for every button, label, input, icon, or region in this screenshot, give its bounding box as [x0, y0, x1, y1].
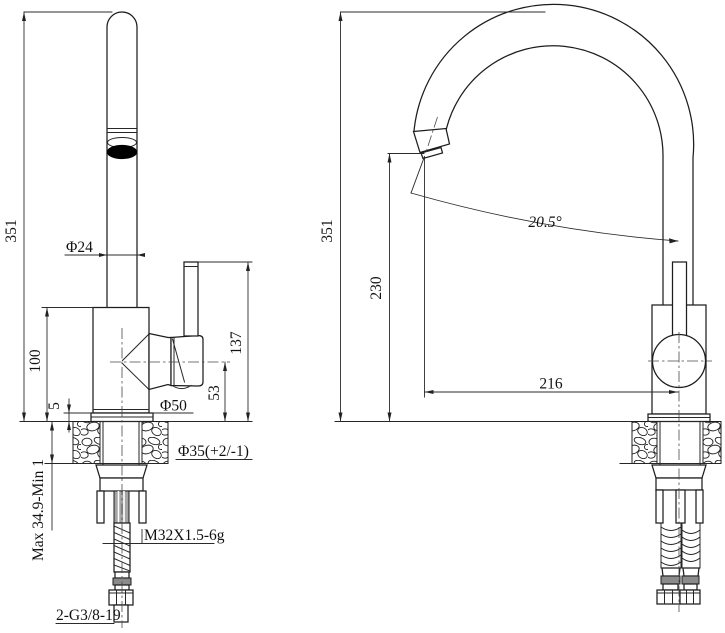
gooseneck-inner	[444, 45, 664, 306]
front-countertop-section	[631, 421, 658, 464]
dim-hose-thread: 2-G3/8-19	[56, 607, 121, 624]
dim-spout-diameter: Φ24	[66, 239, 93, 256]
gooseneck-outer	[413, 3, 695, 306]
dim-spout-reach: 216	[539, 376, 563, 393]
right-view	[334, 3, 722, 612]
dim-outlet-height: 230	[368, 276, 385, 300]
left-view	[19, 11, 253, 628]
dim-hole-diameter: Φ35(+2/-1)	[178, 443, 249, 460]
left-view-dimensions: 351 Φ24 100 5 Max 34.9-Min 1 53 137	[3, 11, 253, 624]
countertop-section	[141, 421, 169, 464]
dim-base-diameter: Φ50	[160, 398, 187, 415]
hose-nut	[679, 589, 701, 605]
hose-tail	[113, 604, 129, 623]
front-countertop-section	[702, 421, 722, 464]
nut-slots	[117, 491, 125, 523]
mounting-shank-block	[99, 477, 144, 492]
right-view-dimensions: 351 230 216 20.5°	[319, 11, 679, 422]
mounting-nut-bar	[138, 490, 147, 524]
supply-hose	[681, 522, 701, 569]
mounting-hole-edges	[99, 421, 143, 466]
hose-nut-facets	[679, 589, 701, 605]
front-hole-edges	[656, 421, 704, 466]
connector-tube	[675, 489, 686, 524]
dim-outlet-angle: 20.5°	[528, 214, 561, 231]
hose-collar	[661, 567, 681, 577]
dim-flange-height: 5	[46, 402, 63, 410]
nozzle-axis	[425, 116, 438, 153]
dim-handle-height: 137	[228, 331, 245, 355]
nozzle-aerator	[420, 146, 444, 160]
mounting-nut-bar	[96, 490, 105, 524]
dim-overall-height-side: 351	[3, 219, 20, 242]
body-cone-lines	[121, 333, 150, 391]
hose-nut	[108, 589, 134, 606]
spout-pipe	[106, 11, 138, 309]
faucet-body	[92, 306, 150, 414]
hose-sleeve	[662, 583, 679, 591]
hose-sleeve	[683, 583, 698, 591]
hose-nut-facets	[108, 589, 134, 606]
spout-nozzle	[412, 127, 451, 154]
mounting-shank-taper	[95, 464, 148, 479]
hose-nut	[656, 589, 681, 605]
aerator-outlet	[106, 144, 138, 160]
riser-pipe	[671, 261, 688, 337]
cartridge-bottom-arc	[172, 384, 192, 390]
dim-clamp-range: Max 34.9-Min 1	[30, 459, 47, 561]
mounting-nut-core	[113, 490, 130, 524]
handle-lever	[183, 261, 199, 337]
hose-ferrule	[681, 575, 700, 585]
dim-thread-spec: M32X1.5-6g	[144, 527, 225, 544]
hose-nut-facets	[656, 589, 681, 605]
handle-cone	[148, 332, 172, 391]
lever-tilt-line	[171, 338, 186, 383]
hose-collar	[682, 567, 700, 577]
dim-handle-axis-height: 53	[206, 385, 223, 401]
connector-tube	[655, 489, 664, 524]
connector-tube	[695, 489, 704, 524]
dim-body-height: 100	[27, 349, 44, 373]
countertop-section	[72, 421, 101, 464]
handle-cartridge	[170, 334, 204, 387]
dim-overall-height-front: 351	[319, 219, 336, 242]
supply-hose	[660, 522, 682, 569]
hose-ferrule	[660, 575, 681, 585]
